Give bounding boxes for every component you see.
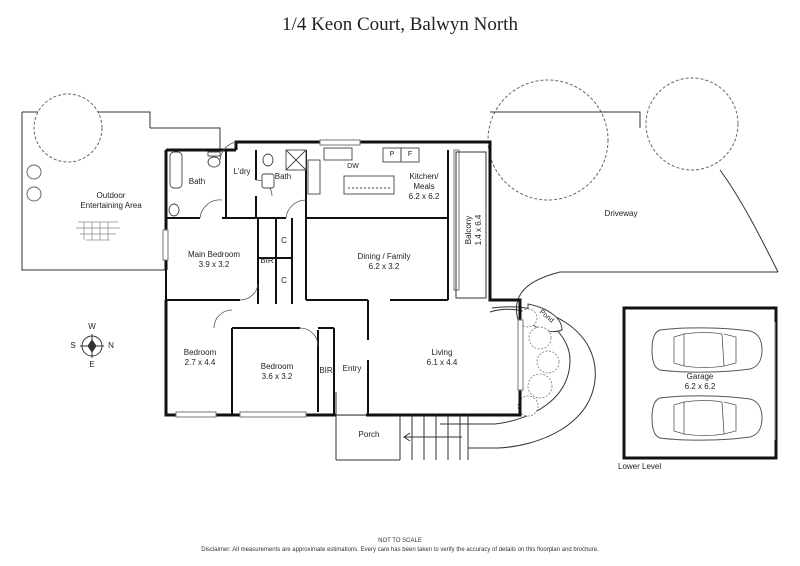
- balcony-outline: [455, 151, 487, 299]
- exterior-walls: [164, 140, 522, 417]
- bath2-label: Bath: [274, 172, 292, 181]
- garage-label: Garage 6.2 x 6.2: [684, 372, 716, 391]
- entry-steps: [335, 392, 469, 461]
- door-swings: [199, 141, 319, 347]
- laundry-label: L'dry: [233, 167, 251, 176]
- bir1-label: BIR: [260, 256, 274, 265]
- pantry-label: P: [389, 151, 395, 158]
- garage-outline: [622, 306, 778, 460]
- stairs-arrow-icon: [403, 432, 462, 442]
- bath1-label: Bath: [188, 177, 206, 186]
- porch-label: Porch: [358, 430, 380, 439]
- disclaimer: Disclaimer: All measurements are approxi…: [201, 547, 599, 553]
- plan-title: 1/4 Keon Court, Balwyn North: [282, 14, 518, 35]
- bir2-label: BIR: [319, 366, 333, 375]
- kitchen-label: Kitchen/ Meals 6.2 x 6.2: [408, 172, 440, 201]
- compass-e: E: [89, 360, 95, 369]
- car-icon: [651, 327, 763, 373]
- balcony-label: Balcony 1.4 x 6.4: [464, 214, 483, 246]
- compass-n: N: [108, 341, 114, 350]
- car-icon: [651, 395, 763, 441]
- shrub-icon: [517, 308, 560, 417]
- entry-label: Entry: [342, 364, 362, 373]
- cupboard2-label: C: [281, 276, 287, 285]
- fridge-label: F: [407, 151, 413, 158]
- bedroom2-label: Bedroom 3.6 x 3.2: [260, 362, 294, 381]
- compass-icon: [80, 334, 104, 358]
- main-bedroom-label: Main Bedroom 3.9 x 3.2: [187, 250, 241, 269]
- compass-w: W: [88, 322, 96, 331]
- dishwasher-label: DW: [347, 163, 359, 170]
- pond-shape: [527, 303, 563, 333]
- driveway-label: Driveway: [604, 209, 638, 218]
- dining-label: Dining / Family 6.2 x 3.2: [357, 252, 411, 271]
- tree-icon: [26, 77, 739, 202]
- compass-s: S: [70, 341, 76, 350]
- living-label: Living 6.1 x 4.4: [426, 348, 458, 367]
- lower-level-label: Lower Level: [618, 462, 662, 471]
- kitchen-fixtures: [307, 147, 420, 195]
- windows: [162, 139, 524, 418]
- cupboard1-label: C: [281, 236, 287, 245]
- bedroom1-label: Bedroom 2.7 x 4.4: [183, 348, 217, 367]
- outdoor-label: Outdoor Entertaining Area: [80, 191, 142, 210]
- bathroom-fixtures: [168, 149, 307, 217]
- scale-note: NOT TO SCALE: [378, 538, 422, 544]
- paving-pattern: [76, 221, 120, 241]
